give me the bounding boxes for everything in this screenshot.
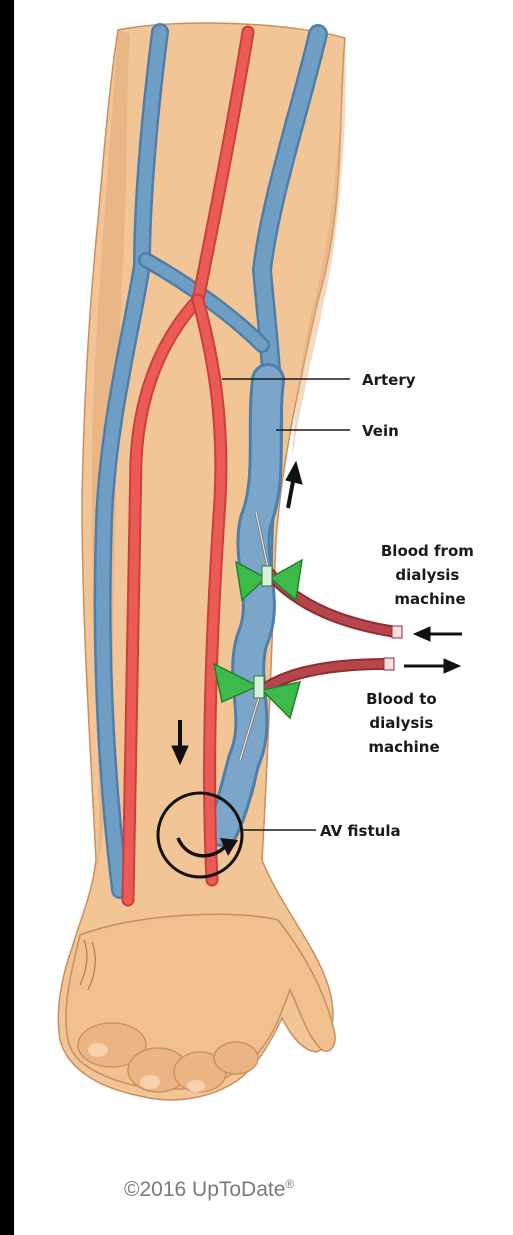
copyright-mark: ® xyxy=(285,1177,294,1191)
fingernail-1 xyxy=(88,1043,108,1057)
arrow-right-icon xyxy=(444,659,460,673)
label-artery: Artery xyxy=(362,371,416,389)
label-av-fistula: AV fistula xyxy=(320,822,401,840)
arrow-left-icon xyxy=(414,627,430,641)
needle-lower-hub xyxy=(254,676,264,698)
label-blood-to: Blood to dialysis machine xyxy=(366,690,442,756)
label-blood-from-line1: Blood from xyxy=(381,542,474,560)
tube-end-to xyxy=(384,658,394,670)
fingernail-3 xyxy=(187,1080,205,1092)
label-blood-from-line2: dialysis xyxy=(395,566,459,584)
label-blood-from-line3: machine xyxy=(394,590,465,608)
needle-upper-hub xyxy=(262,566,272,586)
label-blood-to-line3: machine xyxy=(368,738,439,756)
label-blood-from: Blood from dialysis machine xyxy=(381,542,479,608)
label-vein: Vein xyxy=(362,422,399,440)
label-blood-to-line1: Blood to xyxy=(366,690,437,708)
label-blood-to-line2: dialysis xyxy=(369,714,433,732)
tube-end-from xyxy=(392,626,402,638)
finger-4 xyxy=(214,1042,258,1074)
fingernail-2 xyxy=(140,1075,160,1089)
copyright-text: ©2016 UpToDate xyxy=(124,1178,285,1201)
arrow-up-icon xyxy=(286,462,302,484)
copyright: ©2016 UpToDate® xyxy=(124,1177,294,1201)
